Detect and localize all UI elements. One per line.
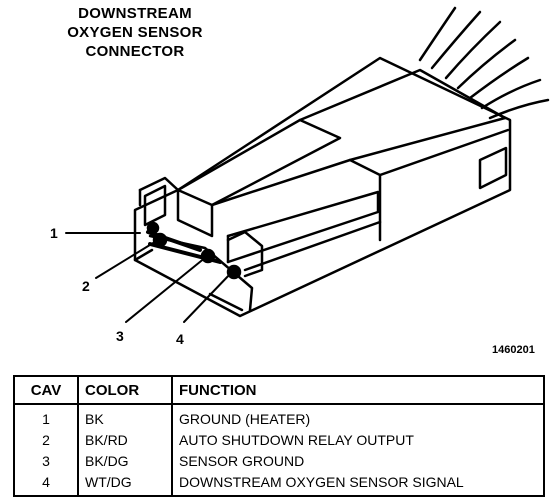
- cell-cav: 3: [14, 451, 79, 472]
- figure-number: 1460201: [492, 344, 535, 356]
- cavity-terminals: [146, 221, 242, 280]
- header-cav: CAV: [14, 376, 79, 405]
- wire-bundle: [418, 6, 550, 120]
- header-color: COLOR: [78, 376, 173, 405]
- title-line: DOWNSTREAM: [78, 5, 192, 22]
- table-row: 4 WT/DG DOWNSTREAM OXYGEN SENSOR SIGNAL: [14, 472, 544, 496]
- cell-function: GROUND (HEATER): [179, 411, 311, 427]
- connector-drawing: [65, 6, 550, 323]
- table-row: 2 BK/RD AUTO SHUTDOWN RELAY OUTPUT: [14, 430, 544, 451]
- cell-cav: 2: [14, 430, 79, 451]
- cell-color: BK/RD: [78, 430, 173, 451]
- cell-function: SENSOR GROUND: [179, 453, 305, 469]
- callout-1: 1: [50, 225, 58, 241]
- table-row: 3 BK/DG SENSOR GROUND: [14, 451, 544, 472]
- cell-function: AUTO SHUTDOWN RELAY OUTPUT: [179, 432, 414, 448]
- title-line: OXYGEN SENSOR: [67, 24, 203, 41]
- cell-cav: 1: [14, 404, 79, 430]
- pinout-table: CAV COLOR FUNCTION 1 BK GROUND (HEATER) …: [13, 375, 545, 497]
- cell-function: DOWNSTREAM OXYGEN SENSOR SIGNAL: [179, 474, 464, 490]
- cell-color: BK: [78, 404, 173, 430]
- diagram-title: DOWNSTREAM OXYGEN SENSOR CONNECTOR: [40, 4, 230, 61]
- cell-color: BK/DG: [78, 451, 173, 472]
- callout-2: 2: [82, 278, 90, 294]
- table-row: 1 BK GROUND (HEATER): [14, 404, 544, 430]
- callout-4: 4: [176, 331, 184, 347]
- cell-cav: 4: [14, 472, 79, 496]
- callout-3: 3: [116, 328, 124, 344]
- callout-leaders: [65, 232, 233, 323]
- title-line: CONNECTOR: [85, 43, 185, 60]
- header-function: FUNCTION: [172, 376, 544, 405]
- table-header-row: CAV COLOR FUNCTION: [14, 376, 544, 405]
- connector-body: [133, 56, 512, 318]
- cell-color: WT/DG: [78, 472, 173, 496]
